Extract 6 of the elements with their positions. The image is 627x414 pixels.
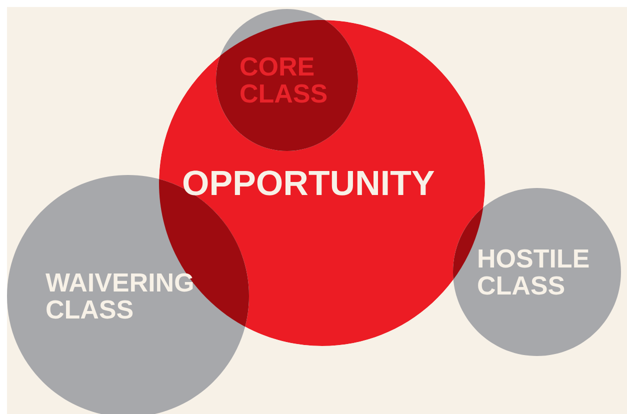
circle-label: HOSTILE CLASS [478,249,589,295]
circle-label: WAIVERING CLASS [46,273,193,319]
circle [216,9,358,151]
circle-label: CORE CLASS [240,57,327,103]
circle-label: OPPORTUNITY [183,170,434,196]
circle [453,188,621,356]
